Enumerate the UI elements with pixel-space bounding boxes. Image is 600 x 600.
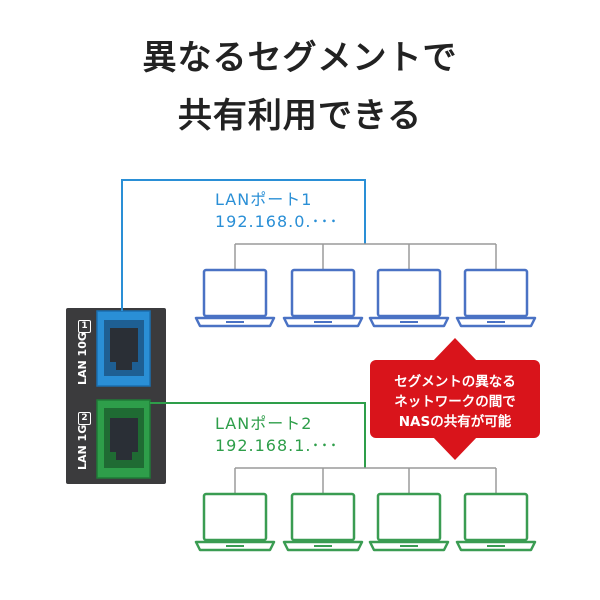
callout-line-3: NASの共有が可能 [398,414,512,430]
laptop-icon [368,268,450,328]
port1-title: LANポート1 [215,190,313,209]
heading-line-2: 共有利用できる [177,96,423,136]
laptop-icon [194,492,276,552]
ethernet-port-icon [96,310,151,387]
laptop-icon [455,268,537,328]
laptop-icon [282,268,364,328]
laptop-icon [368,492,450,552]
switch-label-lan1g: LAN 1G [76,424,89,470]
laptop-icon [194,268,276,328]
double-arrow-icon [370,338,540,460]
laptop-icon [282,492,364,552]
ethernet-port-icon [96,399,151,479]
port1-ip-address: 192.168.0.･･･ [215,212,339,231]
callout-line-1: セグメントの異なる [394,374,516,390]
laptop-icon [455,492,537,552]
port2-ip-address: 192.168.1.･･･ [215,436,339,455]
port-number-badge-1: 1 [78,320,91,333]
port2-title: LANポート2 [215,414,313,433]
port-number-badge-2: 2 [78,412,91,425]
switch-label-lan10g: LAN 10G [76,332,89,385]
heading-line-1: 異なるセグメントで [142,38,458,78]
callout-line-2: ネットワークの間で [394,394,516,410]
